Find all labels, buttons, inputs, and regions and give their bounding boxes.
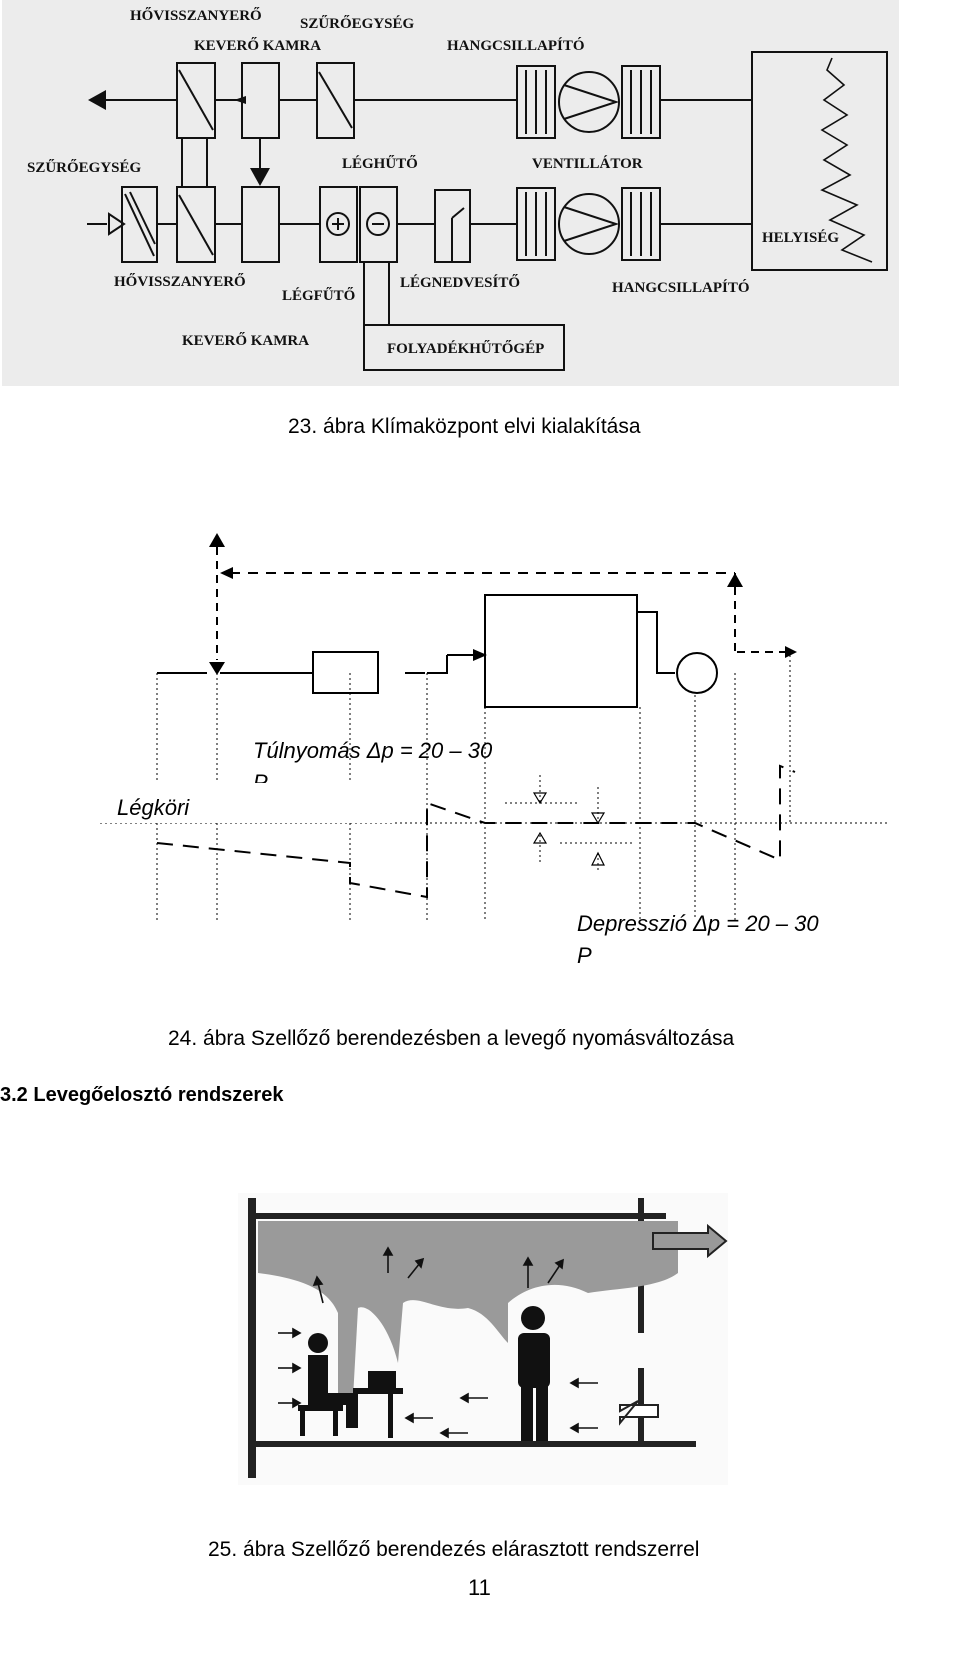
- label-air-heater: LÉGFŰTŐ: [282, 287, 355, 304]
- intake-arrow: [108, 212, 126, 236]
- exhaust-arrow: [652, 1223, 728, 1259]
- label-filter-top: SZŰRŐEGYSÉG: [300, 15, 415, 32]
- chiller-box: [363, 324, 565, 371]
- label-mixing-chamber-top: KEVERŐ KAMRA: [194, 37, 321, 54]
- label-room: HELYISÉG: [762, 229, 839, 246]
- plus-circle: [326, 212, 350, 236]
- heat-recovery-top-box: [176, 62, 216, 139]
- figure-24-caption: 24. ábra Szellőző berendezésben a levegő…: [168, 1027, 735, 1050]
- heat-recovery-bottom-box: [176, 186, 216, 263]
- displacement-ventilation-drawing: [238, 1193, 728, 1485]
- air-heater-box: [319, 186, 358, 263]
- pressure-diagram: Túlnyomás Δp = 20 – 30 P Légköri Depress…: [95, 533, 890, 968]
- figure-23-caption: 23. ábra Klímaközpont elvi kialakítása: [288, 415, 641, 438]
- atmospheric-label: Légköri: [117, 795, 190, 820]
- figure-25-caption: 25. ábra Szellőző berendezés elárasztott…: [208, 1538, 700, 1561]
- silencer-bottom-box-2: [621, 187, 661, 261]
- supply-arrow: [619, 1400, 659, 1426]
- figure-24: Túlnyomás Δp = 20 – 30 P Légköri Depress…: [95, 525, 900, 968]
- label-heat-recovery-top: HŐVISSZANYERŐ: [130, 7, 262, 24]
- depression-label: Depresszió Δp = 20 – 30: [577, 911, 819, 936]
- depression-cut: P: [577, 943, 592, 965]
- fan-circle: [676, 652, 718, 694]
- figure-23: HŐVISSZANYERŐ SZŰRŐEGYSÉG KEVERŐ KAMRA H…: [2, 0, 899, 386]
- minus-circle: [366, 212, 390, 236]
- standing-person: [518, 1306, 550, 1441]
- label-air-cooler: LÉGHŰTŐ: [342, 155, 418, 172]
- schematic-background: [2, 0, 899, 386]
- label-silencer-top: HANGCSILLAPÍTÓ: [447, 37, 585, 54]
- overpressure-label: Túlnyomás Δp = 20 – 30: [253, 738, 493, 763]
- label-humidifier: LÉGNEDVESÍTŐ: [400, 274, 520, 291]
- warm-air-zone: [258, 1221, 678, 1398]
- label-silencer-bottom: HANGCSILLAPÍTÓ: [612, 279, 750, 296]
- air-cooler-box: [359, 186, 398, 263]
- page-number: 11: [468, 1575, 491, 1600]
- ahu-schematic: HŐVISSZANYERŐ SZŰRŐEGYSÉG KEVERŐ KAMRA H…: [2, 0, 899, 386]
- silencer-top-box: [516, 65, 556, 139]
- mixing-chamber-bottom-box: [241, 186, 280, 263]
- label-filter-left: SZŰRŐEGYSÉG: [27, 159, 142, 176]
- mixing-arrow: [250, 168, 270, 186]
- label-mixing-chamber-bottom: KEVERŐ KAMRA: [182, 332, 309, 349]
- label-fan: VENTILLÁTOR: [532, 155, 643, 172]
- exhaust-arrow: [88, 90, 106, 110]
- label-chiller: FOLYADÉKHŰTŐGÉP: [387, 340, 544, 357]
- seated-person: [298, 1333, 358, 1436]
- heater-box: [312, 651, 379, 694]
- floor: [256, 1441, 696, 1447]
- filter-top-box: [316, 62, 355, 139]
- left-wall: [248, 1198, 256, 1478]
- silencer-top-box-2: [621, 65, 661, 139]
- desk: [353, 1371, 403, 1438]
- unit-box: [484, 594, 638, 708]
- label-heat-recovery-bottom: HŐVISSZANYERŐ: [114, 273, 246, 290]
- ceiling: [256, 1213, 666, 1219]
- room-box: [751, 51, 888, 271]
- section-heading: 3.2 Levegőelosztó rendszerek: [0, 1084, 284, 1106]
- figure-25: [238, 1193, 728, 1485]
- silencer-bottom-box: [516, 187, 556, 261]
